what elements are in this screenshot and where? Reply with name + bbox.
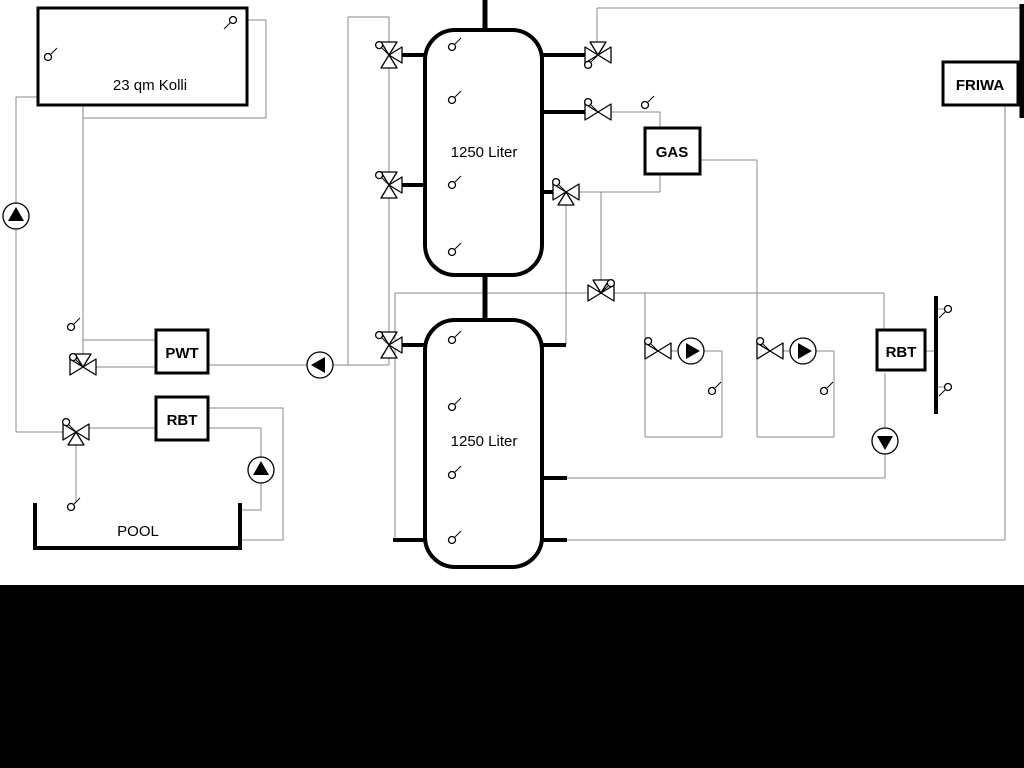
solar-collector-box — [36, 6, 249, 107]
pwt-label: PWT — [165, 345, 198, 362]
tank-top-label: 1250 Liter — [451, 144, 518, 161]
pool-basin — [33, 503, 242, 550]
friwa-box — [941, 60, 1020, 107]
pump-pool — [247, 456, 275, 484]
tank-bottom-label: 1250 Liter — [451, 433, 518, 450]
pipe-stubs — [393, 53, 938, 542]
rbt-left-box — [154, 395, 210, 442]
gas-label: GAS — [656, 144, 689, 161]
pump-tank-charge — [306, 351, 334, 379]
pump-heating-circuit-1 — [677, 337, 705, 365]
buffer-tank-top — [423, 28, 544, 277]
redaction-bar — [0, 585, 1024, 768]
gas-boiler-box — [643, 126, 702, 176]
rbt-right-label: RBT — [886, 344, 917, 361]
friwa-label: FRIWA — [956, 77, 1004, 94]
rbt-right-box — [875, 328, 927, 372]
pump-heating-circuit-2 — [789, 337, 817, 365]
buffer-tank-bottom — [423, 318, 544, 569]
pool-label: POOL — [117, 523, 159, 540]
collector-label: 23 qm Kolli — [113, 77, 187, 94]
pump-solar — [2, 202, 30, 230]
pump-rbt-right — [871, 427, 899, 455]
rbt-left-label: RBT — [167, 412, 198, 429]
main-risers — [482, 0, 1024, 320]
pwt-box — [154, 328, 210, 375]
